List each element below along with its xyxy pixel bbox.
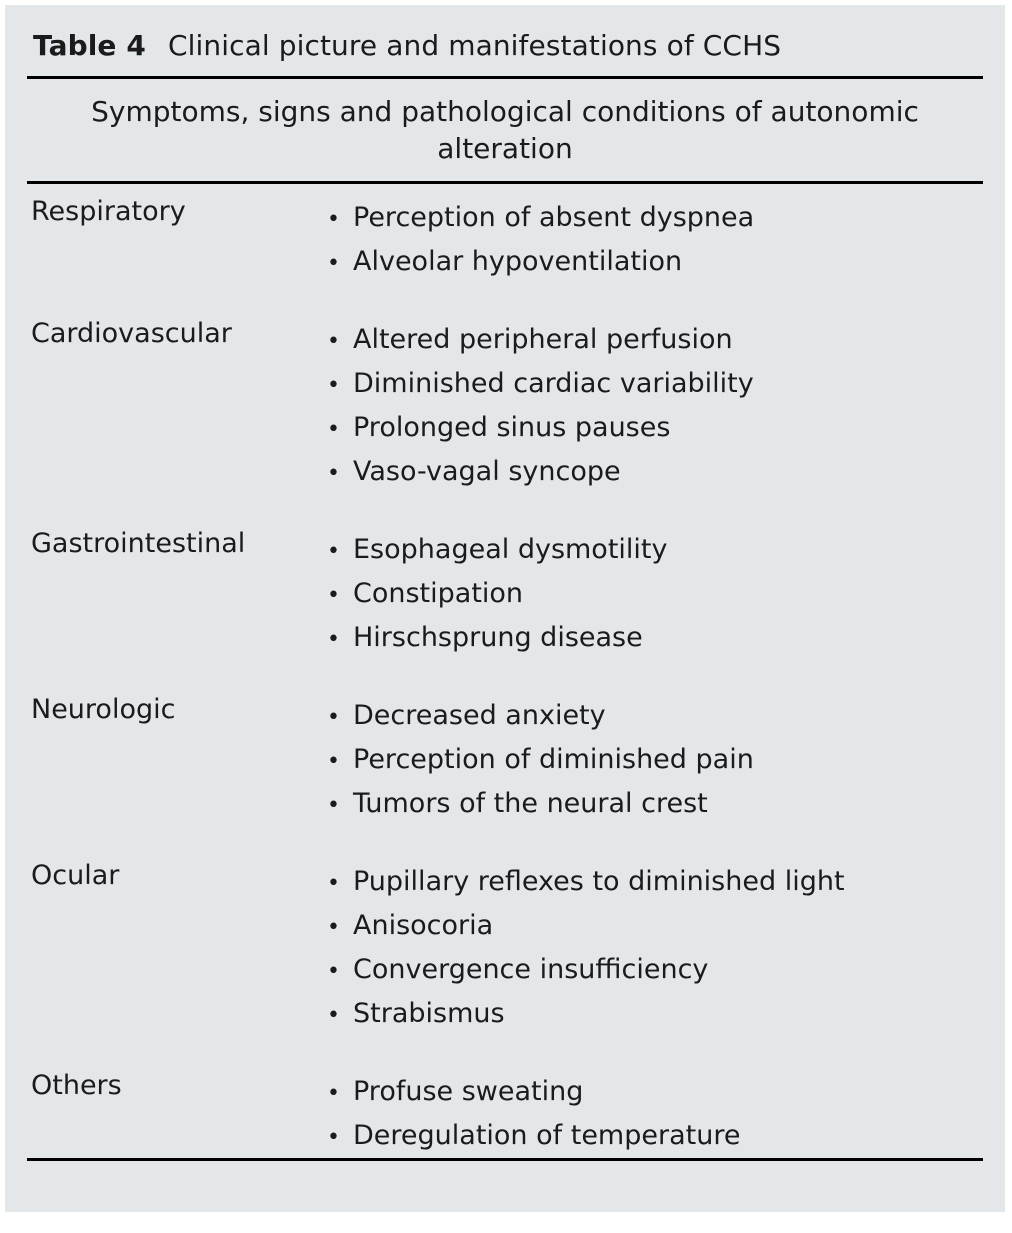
bullet-icon: • [327,871,340,897]
bullet-icon: • [327,705,340,731]
list-item-label: Strabismus [353,998,505,1030]
bullet-icon: • [327,417,340,443]
row-item-list: • Altered peripheral perfusion • Diminished… [327,312,983,494]
bullet-icon: • [327,959,340,985]
row-item-list: • Decreased anxiety • Perception of diminis… [327,688,983,826]
list-item: • Altered peripheral perfusion [327,318,983,362]
bullet-icon: • [327,749,340,775]
list-item: • Constipation [327,572,983,616]
row-item-list: • Perception of absent dyspnea • Alveolar h… [327,190,983,284]
row-category-label: Cardiovascular [31,318,232,350]
table-row: Respiratory • Perception of absent dyspnea… [27,190,983,284]
list-item: • Diminished cardiac variability [327,362,983,406]
list-item-label: Perception of absent dyspnea [353,202,755,234]
list-item: • Perception of absent dyspnea [327,196,983,240]
bullet-icon: • [327,461,340,487]
list-item-label: Perception of diminished pain [353,744,754,776]
list-item: • Perception of diminished pain [327,738,983,782]
table-inner: Table 4 Clinical picture and manifestatio… [27,5,983,1197]
list-item-label: Tumors of the neural crest [353,788,708,820]
bullet-icon: • [327,207,340,233]
table-row: Gastrointestinal•Esophageal dysmotility•… [27,522,983,660]
bullet-icon: • [327,583,340,609]
list-item: • Tumors of the neural crest [327,782,983,826]
table-row: Neurologic • Decreased anxiety • Perception … [27,688,983,826]
table-row: Cardiovascular • Altered peripheral perfus… [27,312,983,494]
bullet-icon: • [327,329,340,355]
rule-header-bottom [27,181,983,185]
row-category-label: Gastrointestinal [31,528,246,560]
list-item-label: Altered peripheral perfusion [353,324,733,356]
column-header: Symptoms, signs and pathological conditi… [91,95,919,166]
list-item-label: Hirschsprung disease [353,622,643,654]
list-item-label: Alveolar hypoventilation [353,246,683,278]
list-item: • Profuse sweating [327,1070,983,1114]
list-item: • Strabismus [327,992,983,1036]
bullet-icon: • [327,627,340,653]
list-item: • Alveolar hypoventilation [327,240,983,284]
rule-bottom [27,1158,983,1162]
table-row: Others • Profuse sweating • Deregulation of … [27,1064,983,1158]
list-item-label: Profuse sweating [353,1076,584,1108]
bullet-icon: • [327,793,340,819]
bullet-icon: • [327,251,340,277]
bullet-icon: • [327,373,340,399]
list-item: • Esophageal dysmotility [327,528,983,572]
row-category-label: Others [31,1070,122,1102]
list-item-label: Decreased anxiety [353,700,606,732]
list-item: • Hirschsprung disease [327,616,983,660]
rule-top [27,76,983,79]
list-item-label: Deregulation of temperature [353,1120,741,1152]
table-row: Ocular • Pupillary reflexes to diminished … [27,854,983,1036]
list-item: • Pupillary reflexes to diminished light [327,860,983,904]
list-item-label: Prolonged sinus pauses [353,412,671,444]
row-category-label: Respiratory [31,196,186,228]
row-item-list: • Esophageal dysmotility • Constipation • Hir… [327,522,983,660]
list-item: • Deregulation of temperature [327,1114,983,1158]
list-item: • Anisocoria [327,904,983,948]
bullet-icon: • [327,539,340,565]
list-item-label: Diminished cardiac variability [353,368,754,400]
list-item: • Prolonged sinus pauses [327,406,983,450]
list-item: • Decreased anxiety [327,694,983,738]
row-item-list: • Profuse sweating • Deregulation of temper… [327,1064,983,1158]
bullet-icon: • [327,1003,340,1029]
bottom-spacer [27,1161,983,1197]
list-item-label: Vaso-vagal syncope [353,456,621,488]
list-item-label: Convergence insufficiency [353,954,709,986]
table-body: Respiratory • Perception of absent dyspnea… [27,184,983,1158]
row-item-list: •Pupillary reflexes to diminished light•… [327,854,983,1036]
list-item-label: Anisocoria [353,910,494,942]
list-item: • Vaso-vagal syncope [327,450,983,494]
list-item-label: Pupillary reflexes to diminished light [353,866,845,898]
table-panel: Table 4 Clinical picture and manifestatio… [5,5,1005,1212]
row-category-label: Ocular [31,860,120,892]
table-caption: Table 4 Clinical picture and manifestatio… [27,5,983,76]
list-item: • Convergence insufficiency [327,948,983,992]
list-item-label: Constipation [353,578,524,610]
bullet-icon: • [327,1125,340,1151]
list-item-label: Esophageal dysmotility [353,534,668,566]
bullet-icon: • [327,1081,340,1107]
bullet-icon: • [327,915,340,941]
table-title: Clinical picture and manifestations of C… [167,29,782,62]
row-category-label: Neurologic [31,694,176,726]
table-number: Table 4 [33,29,146,62]
